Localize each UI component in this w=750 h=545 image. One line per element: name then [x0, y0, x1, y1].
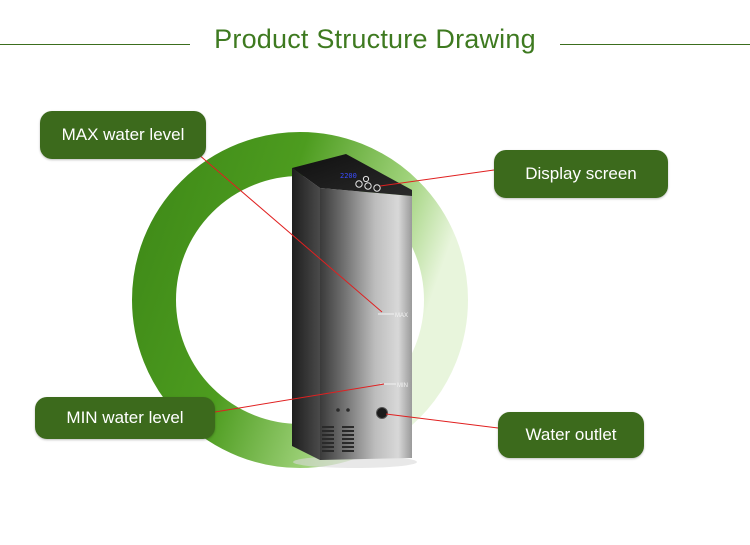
vent-hole — [336, 408, 340, 412]
title-rule-left — [0, 44, 190, 45]
callout-water-outlet: Water outlet — [498, 412, 644, 458]
min-mark-label: MIN — [397, 383, 408, 389]
leader-line-display — [379, 169, 495, 187]
device-side-panel — [292, 168, 320, 460]
page-title: Product Structure Drawing — [214, 24, 536, 54]
callout-max-water-level: MAX water level — [40, 111, 206, 159]
max-mark-label: MAX — [395, 313, 408, 319]
sous-vide-device: 2200 MAX MIN — [292, 154, 412, 460]
device-front-panel — [320, 188, 412, 460]
touch-button-icon — [355, 180, 363, 188]
leader-line-outlet — [385, 413, 499, 429]
touch-button-icon — [364, 182, 372, 190]
touch-button-icon — [362, 175, 370, 183]
callout-display-screen: Display screen — [494, 150, 668, 198]
leader-line-min — [214, 383, 385, 413]
title-rule-right — [560, 44, 750, 45]
vent-hole — [346, 408, 350, 412]
vent-slots-left — [322, 426, 334, 452]
callout-min-water-level: MIN water level — [35, 397, 215, 439]
water-outlet-hole — [376, 407, 388, 419]
touch-button-icon — [373, 184, 381, 192]
vent-slots-right — [342, 426, 354, 452]
leader-line-max — [197, 153, 383, 313]
display-readout: 2200 — [340, 172, 357, 180]
title-row: Product Structure Drawing — [0, 20, 750, 64]
